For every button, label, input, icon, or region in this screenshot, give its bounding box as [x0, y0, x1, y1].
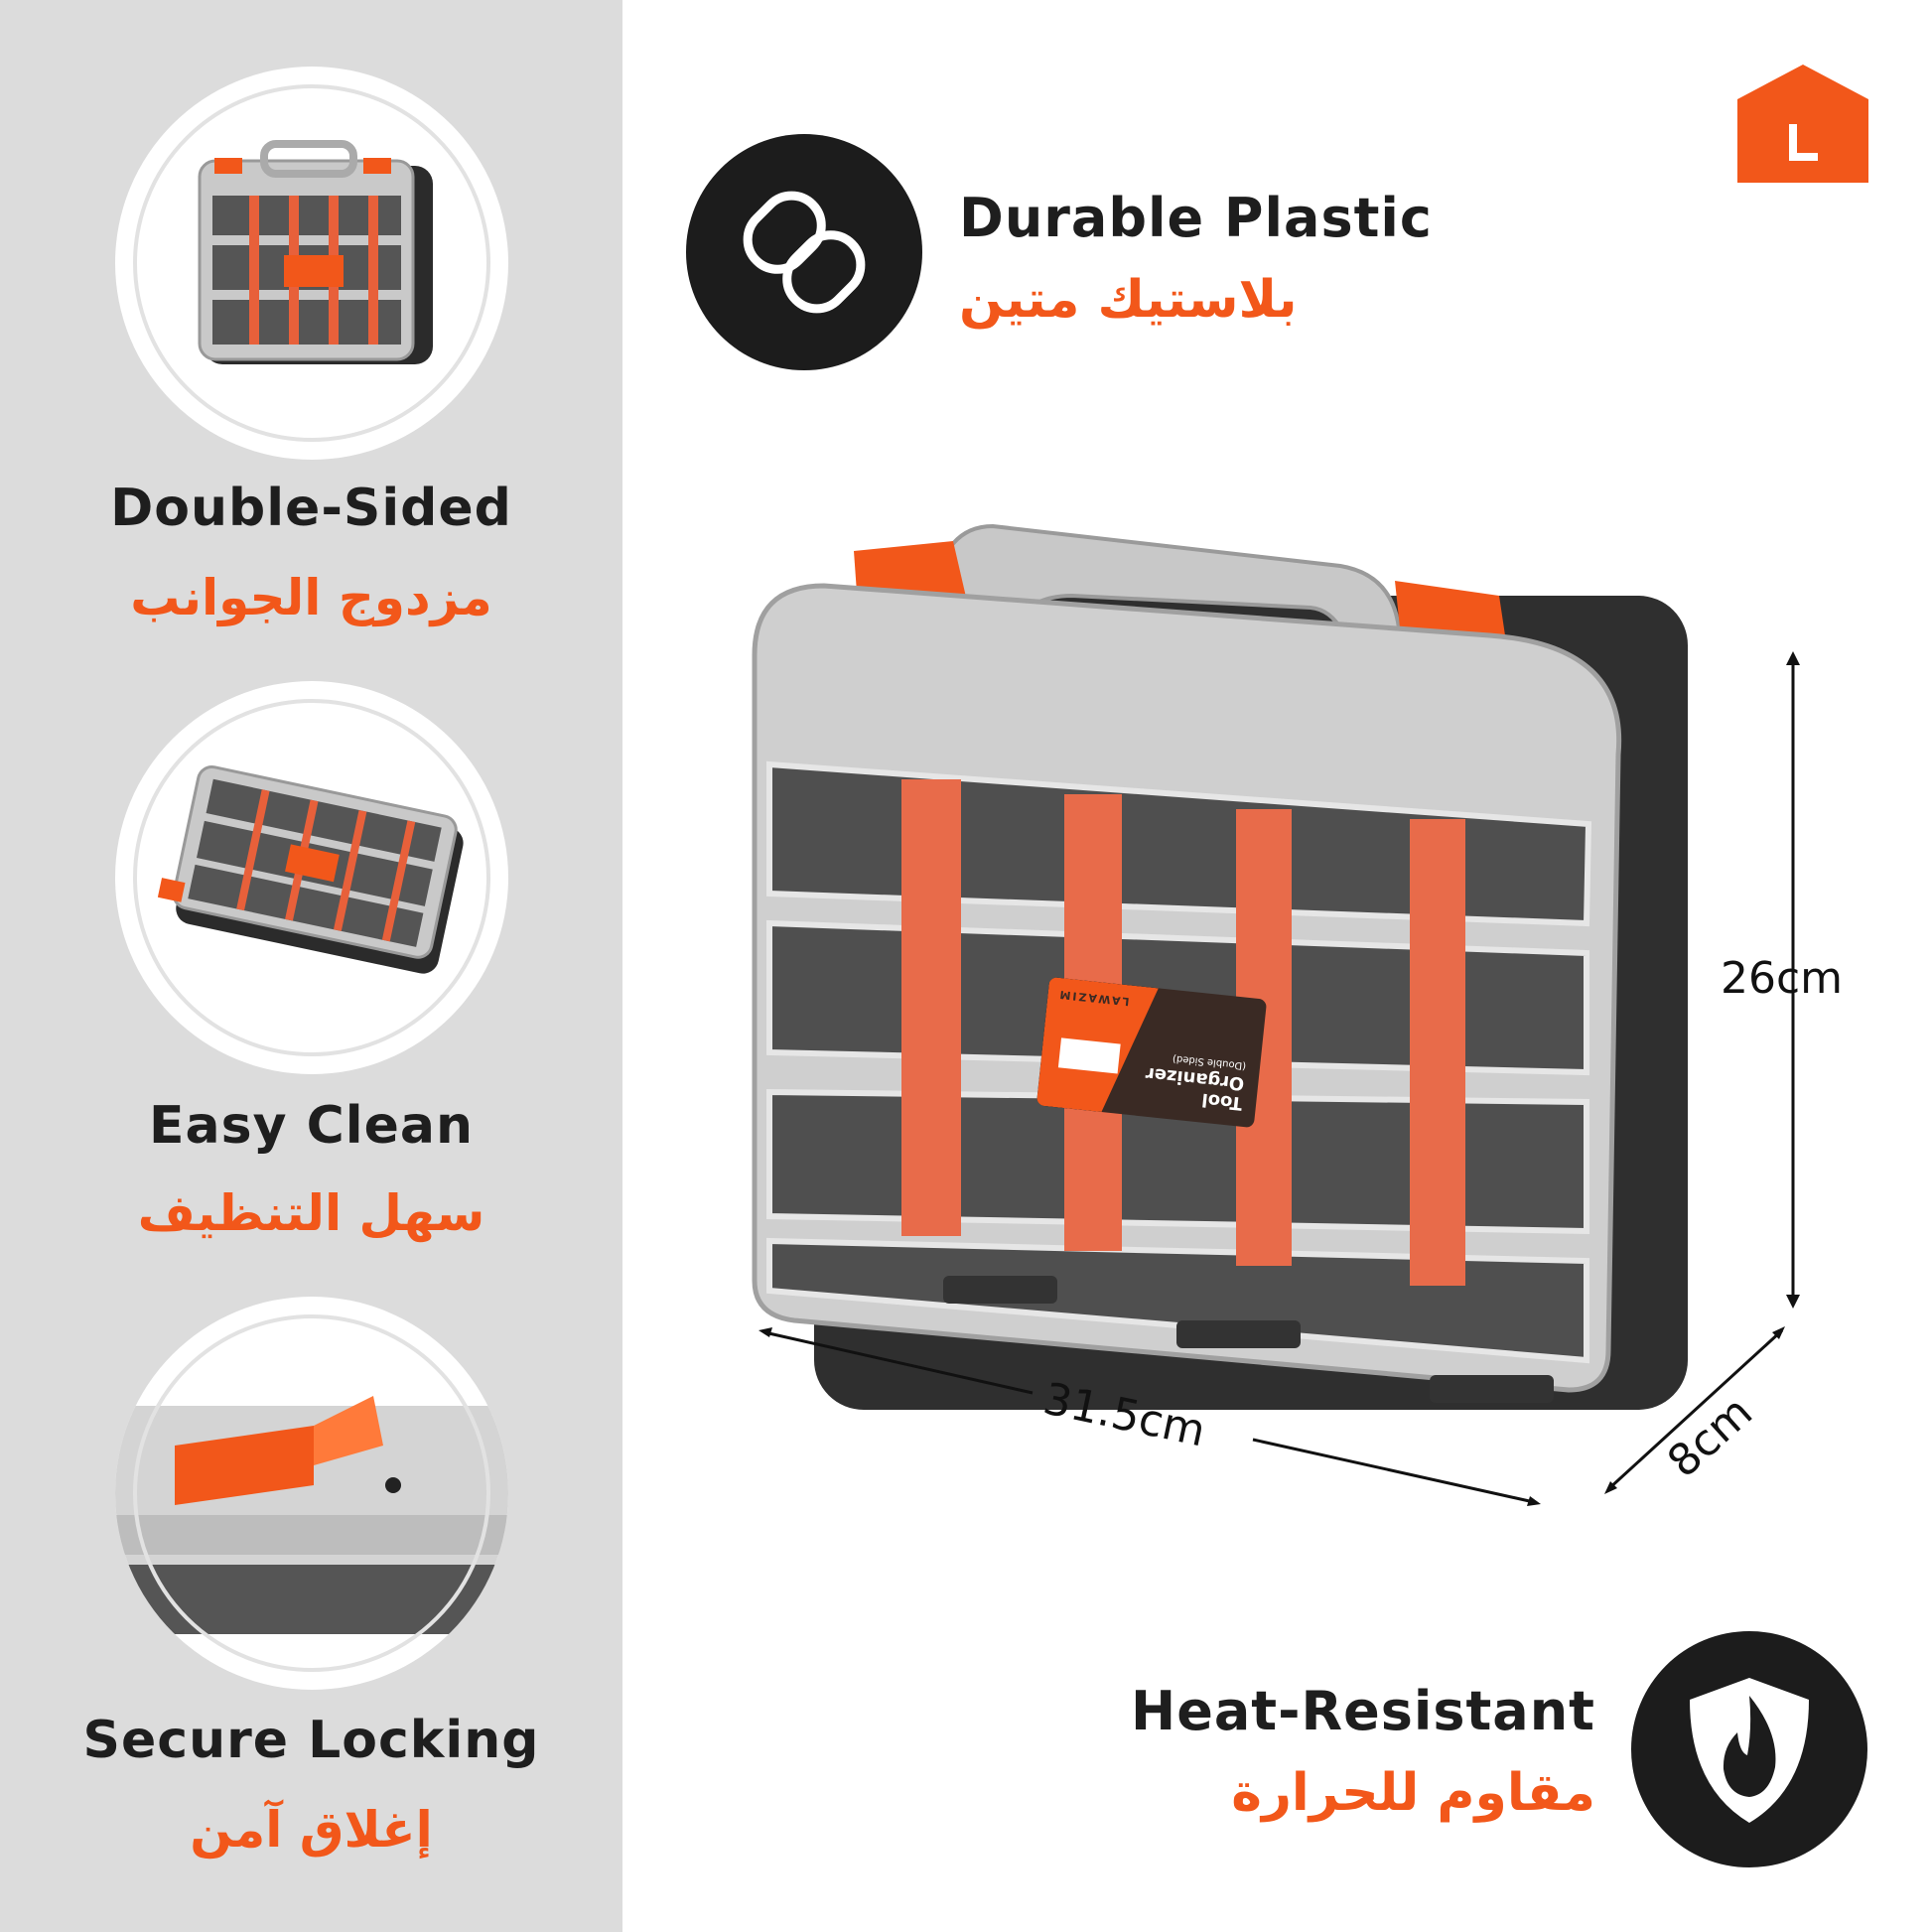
- feature-arabic: سهل التنظيف: [137, 1184, 485, 1242]
- features-panel: Double-Sided مزدوج الجوانب Easy Clean سه…: [0, 0, 622, 1932]
- feature-arabic: مزدوج الجوانب: [130, 569, 492, 626]
- feature-title: Easy Clean: [149, 1096, 474, 1156]
- feature-arabic: بلاستيك متين: [959, 270, 1298, 330]
- height-dimension: 26cm: [1721, 953, 1844, 1004]
- feature-title: Secure Locking: [82, 1711, 540, 1770]
- feature-title: Double-Sided: [110, 479, 512, 538]
- secure-locking-thumbnail: [115, 1297, 508, 1690]
- double-sided-thumbnail: [115, 67, 508, 460]
- brand-logo: [1737, 65, 1868, 183]
- feature-title: Durable Plastic: [959, 187, 1433, 249]
- product-label: Tool Organizer (Double Sided) LAWAZIM: [1035, 976, 1268, 1129]
- feature-title: Heat-Resistant: [1131, 1680, 1595, 1742]
- dimension-arrows: [759, 651, 1800, 1506]
- feature-arabic: مقاوم للحرارة: [1231, 1763, 1595, 1823]
- easy-clean-thumbnail: [115, 681, 508, 1074]
- barcode: [1057, 1037, 1121, 1074]
- feature-arabic: إغلاق آمن: [190, 1801, 433, 1859]
